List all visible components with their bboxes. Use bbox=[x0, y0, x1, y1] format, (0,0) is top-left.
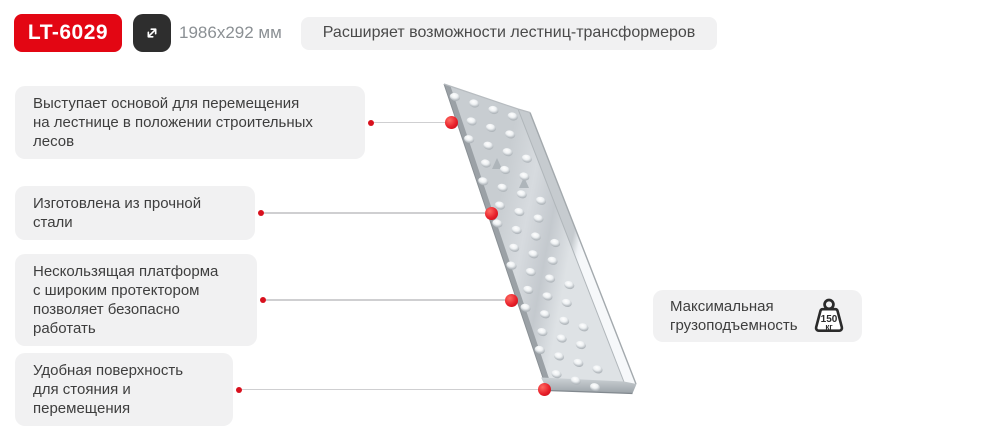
connector-dot-small bbox=[258, 210, 264, 216]
connector-dot-large bbox=[538, 383, 551, 396]
dimple-pattern bbox=[449, 92, 603, 392]
model-badge: LT-6029 bbox=[14, 14, 122, 52]
connector-line bbox=[264, 212, 485, 214]
feature-label: Выступает основой для перемещения на лес… bbox=[15, 86, 365, 159]
feature-callout-2: Изготовлена из прочной стали bbox=[15, 186, 498, 240]
feature-callout-3: Нескользящая платформа с широким протект… bbox=[15, 254, 518, 346]
connector-dot-large bbox=[445, 116, 458, 129]
connector-dot-large bbox=[485, 206, 498, 220]
feature-callout-1: Выступает основой для перемещения на лес… bbox=[15, 86, 458, 159]
connector-dot-small bbox=[368, 119, 374, 126]
connector-line bbox=[242, 388, 538, 391]
weight-icon: 150 кг bbox=[814, 298, 844, 333]
header-bar: LT-6029 1986x292 мм Расширяет возможност… bbox=[14, 14, 718, 52]
feature-label: Изготовлена из прочной стали bbox=[15, 186, 255, 240]
connector-line bbox=[374, 121, 445, 124]
connector-dot-large bbox=[505, 293, 518, 307]
embossed-triangle bbox=[492, 158, 502, 169]
capacity-callout: Максимальная грузоподъемность 150 кг bbox=[653, 290, 862, 342]
feature-callout-4: Удобная поверхность для стояния и переме… bbox=[15, 353, 551, 426]
feature-label: Нескользящая платформа с широким протект… bbox=[15, 254, 257, 346]
connector-line bbox=[266, 299, 505, 301]
capacity-unit: кг bbox=[825, 323, 833, 332]
connector-dot-small bbox=[260, 297, 266, 303]
tagline-badge: Расширяет возможности лестниц-трансформе… bbox=[300, 16, 718, 50]
product-dimensions: 1986x292 мм bbox=[179, 23, 282, 42]
capacity-value: 150 bbox=[821, 314, 838, 325]
capacity-label: Максимальная грузоподъемность bbox=[670, 298, 798, 334]
feature-label: Удобная поверхность для стояния и переме… bbox=[15, 353, 233, 426]
embossed-triangle bbox=[519, 177, 529, 188]
connector-dot-small bbox=[236, 386, 242, 393]
expand-arrows-icon bbox=[133, 14, 171, 52]
